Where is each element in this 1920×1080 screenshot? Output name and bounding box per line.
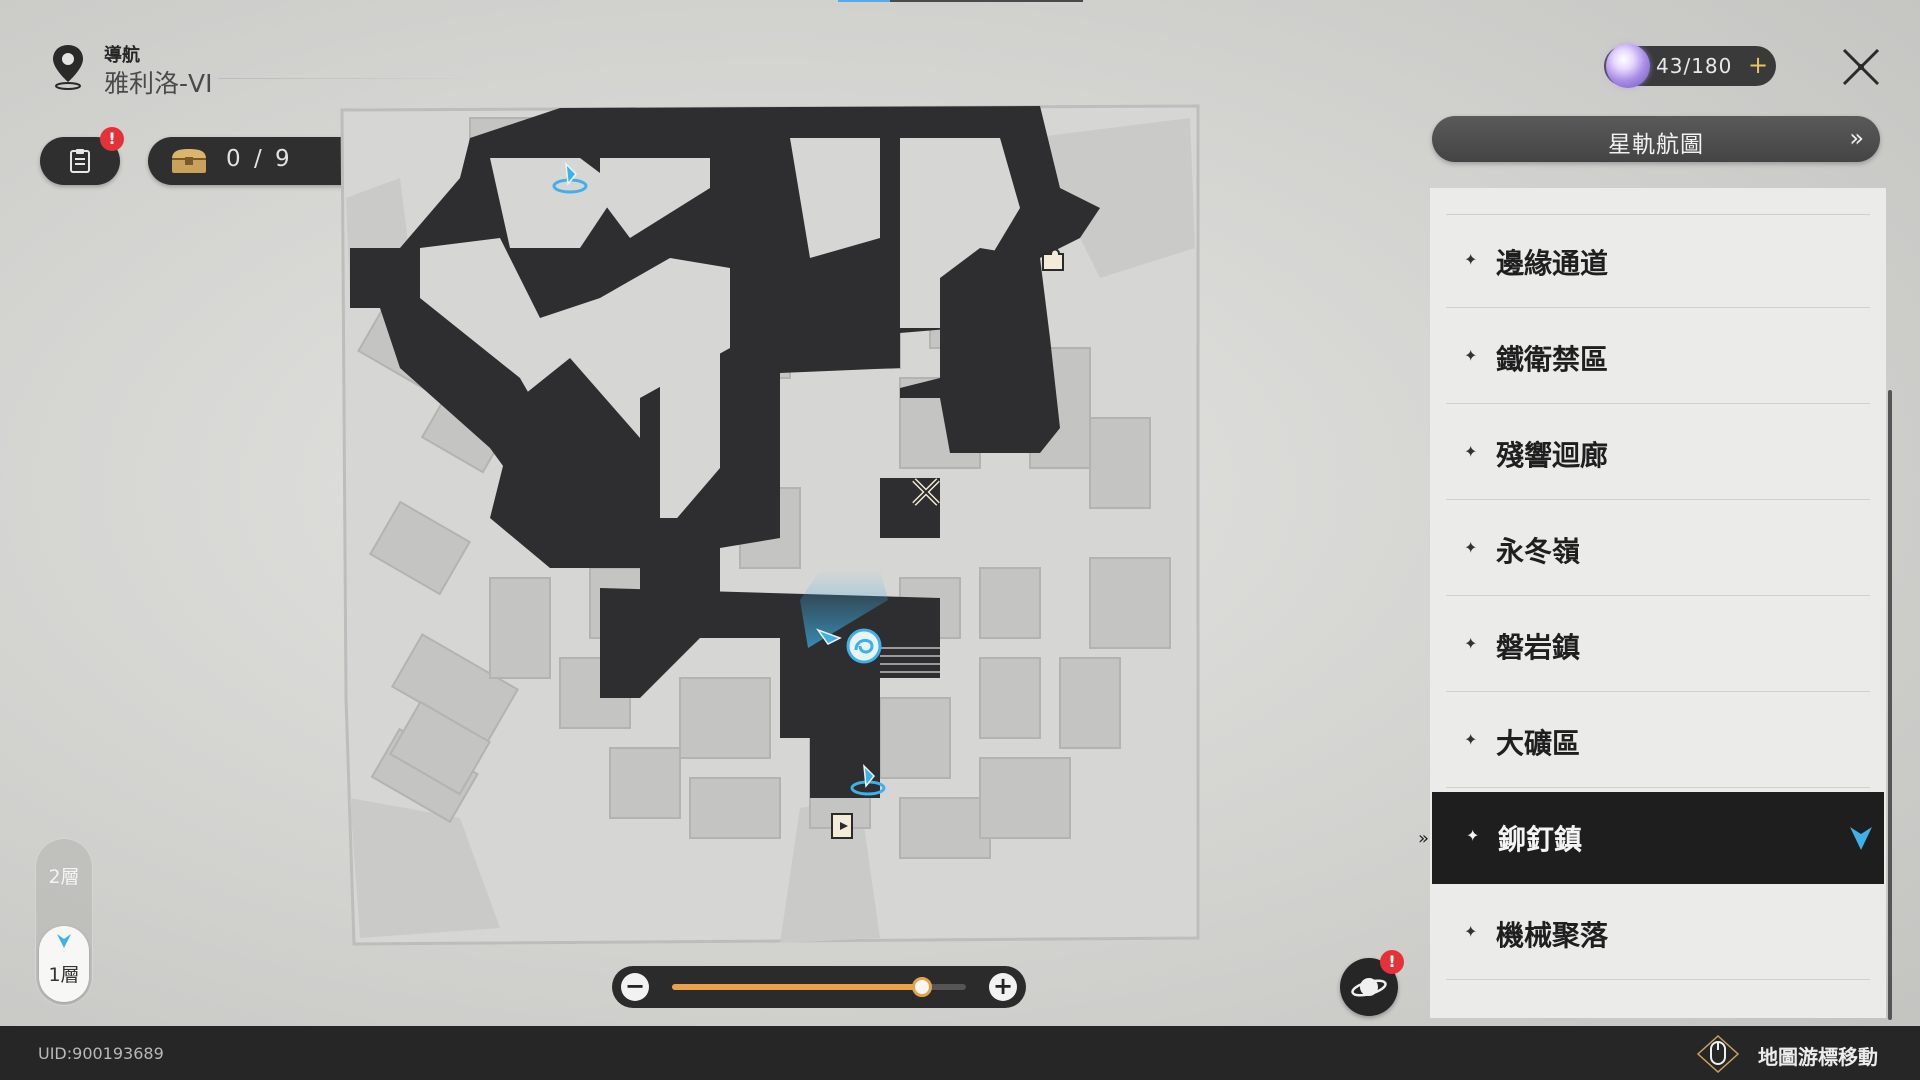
region-name: 邊緣通道 xyxy=(1496,247,1609,280)
star-rail-map-label: 星軌航圖 xyxy=(1608,132,1704,158)
zoom-slider-fill xyxy=(672,984,922,990)
region-item[interactable]: ✦ 磐岩鎮 xyxy=(1430,600,1886,692)
crossed-swords-icon[interactable] xyxy=(912,478,940,506)
planet-alert-badge: ! xyxy=(1380,950,1404,974)
star-bullet-icon: ✦ xyxy=(1464,442,1478,461)
map-canvas[interactable] xyxy=(340,98,1200,950)
floor-label-current: 1層 xyxy=(48,964,80,986)
add-power-button[interactable]: + xyxy=(1747,51,1769,79)
player-view-cone xyxy=(800,570,888,648)
region-item[interactable]: ✦ 永冬嶺 xyxy=(1430,504,1886,596)
region-item[interactable]: ✦ 邊緣通道 xyxy=(1430,216,1886,308)
region-name: 機械聚落 xyxy=(1496,919,1609,952)
region-divider xyxy=(1446,403,1870,404)
trailblaze-power-icon xyxy=(1606,44,1650,88)
selection-arrow-icon: » xyxy=(1418,828,1430,849)
puzzle-piece-icon[interactable] xyxy=(1042,248,1064,271)
zoom-out-button[interactable]: − xyxy=(621,973,649,1001)
missions-alert-badge: ! xyxy=(100,127,124,151)
treasure-chest-icon xyxy=(172,149,206,173)
trailblaze-power-value: 43/180 xyxy=(1656,54,1733,78)
current-location-marker-icon xyxy=(1850,827,1872,850)
region-name: 鉚釘鎮 xyxy=(1498,823,1583,856)
clipboard-icon xyxy=(70,149,90,173)
navigation-header: 導航 雅利洛-VI xyxy=(48,38,488,108)
player-position-marker xyxy=(815,628,842,645)
top-progress-accent xyxy=(838,0,890,2)
mouse-cursor-icon xyxy=(1696,1034,1740,1074)
zoom-in-button[interactable]: + xyxy=(989,973,1017,1001)
bottom-status-bar: UID:900193689 地圖游標移動 xyxy=(0,1026,1920,1080)
region-name: 殘響迴廊 xyxy=(1496,439,1609,472)
current-floor-marker-icon xyxy=(57,934,71,948)
region-list: ✦ 邊緣通道 ✦ 鐵衛禁區 ✦ 殘響迴廊 ✦ 永冬嶺 ✦ 磐岩鎮 ✦ 大礦區 ✦… xyxy=(1430,188,1886,1018)
planet-icon xyxy=(1351,978,1387,997)
space-anchor-icon[interactable] xyxy=(846,628,882,664)
region-item[interactable]: ✦ 機械聚落 xyxy=(1430,888,1886,980)
star-bullet-icon: ✦ xyxy=(1464,250,1478,269)
missions-button[interactable]: ! xyxy=(40,127,124,185)
walkable-paths-lower xyxy=(490,248,1060,798)
teleport-waypoint-icon[interactable] xyxy=(552,161,588,194)
floor-selector: 2層 1層 xyxy=(35,838,93,1006)
region-divider xyxy=(1446,979,1870,980)
region-item[interactable]: ✦ 鐵衛禁區 xyxy=(1430,312,1886,404)
planet-map-button[interactable]: ! xyxy=(1340,950,1404,1016)
trailblaze-power: 43/180 + xyxy=(1604,44,1776,88)
region-item-selected[interactable]: ✦ 鉚釘鎮 xyxy=(1432,792,1884,884)
region-divider xyxy=(1446,499,1870,500)
close-icon[interactable] xyxy=(1840,46,1882,88)
star-bullet-icon: ✦ xyxy=(1464,634,1478,653)
cursor-move-hint: 地圖游標移動 xyxy=(1758,1045,1878,1069)
star-bullet-icon: ✦ xyxy=(1464,922,1478,941)
region-divider xyxy=(1446,787,1870,788)
star-bullet-icon: ✦ xyxy=(1464,346,1478,365)
zoom-slider-handle[interactable] xyxy=(911,977,932,997)
region-divider xyxy=(1446,691,1870,692)
map-rock-edges xyxy=(346,118,1195,943)
exit-door-icon[interactable] xyxy=(831,813,853,839)
star-bullet-icon: ✦ xyxy=(1464,538,1478,557)
star-rail-map-button[interactable]: 星軌航圖 » xyxy=(1432,116,1880,162)
floor-button-2[interactable]: 2層 xyxy=(48,866,80,888)
header-divider xyxy=(218,78,488,79)
region-divider xyxy=(1446,307,1870,308)
region-name: 永冬嶺 xyxy=(1496,535,1581,568)
chest-count: 0 / 9 xyxy=(226,146,293,172)
player-uid: UID:900193689 xyxy=(38,1044,164,1063)
map-stairs xyxy=(880,647,940,673)
world-title: 雅利洛-VI xyxy=(104,69,213,98)
teleport-waypoint-icon[interactable] xyxy=(850,763,886,796)
region-item[interactable]: ✦ 大礦區 xyxy=(1430,696,1886,788)
region-list-scrollbar[interactable] xyxy=(1888,390,1892,1020)
region-item[interactable]: ✦ 殘響迴廊 xyxy=(1430,408,1886,500)
top-progress-line xyxy=(838,0,1083,2)
double-chevron-right-icon: » xyxy=(1849,124,1864,152)
list-top-divider xyxy=(1446,214,1870,215)
zoom-control: − + xyxy=(612,966,1026,1008)
region-name: 鐵衛禁區 xyxy=(1496,343,1609,376)
floor-button-1[interactable]: 1層 xyxy=(39,926,89,1002)
region-name: 磐岩鎮 xyxy=(1496,631,1581,664)
nav-subtitle: 導航 xyxy=(104,45,140,66)
location-pin-icon xyxy=(53,45,83,90)
region-name: 大礦區 xyxy=(1496,727,1581,760)
region-divider xyxy=(1446,595,1870,596)
area-map[interactable] xyxy=(340,98,1200,950)
star-bullet-icon: ✦ xyxy=(1466,826,1480,845)
zoom-slider-track[interactable] xyxy=(672,977,966,997)
star-bullet-icon: ✦ xyxy=(1464,730,1478,749)
